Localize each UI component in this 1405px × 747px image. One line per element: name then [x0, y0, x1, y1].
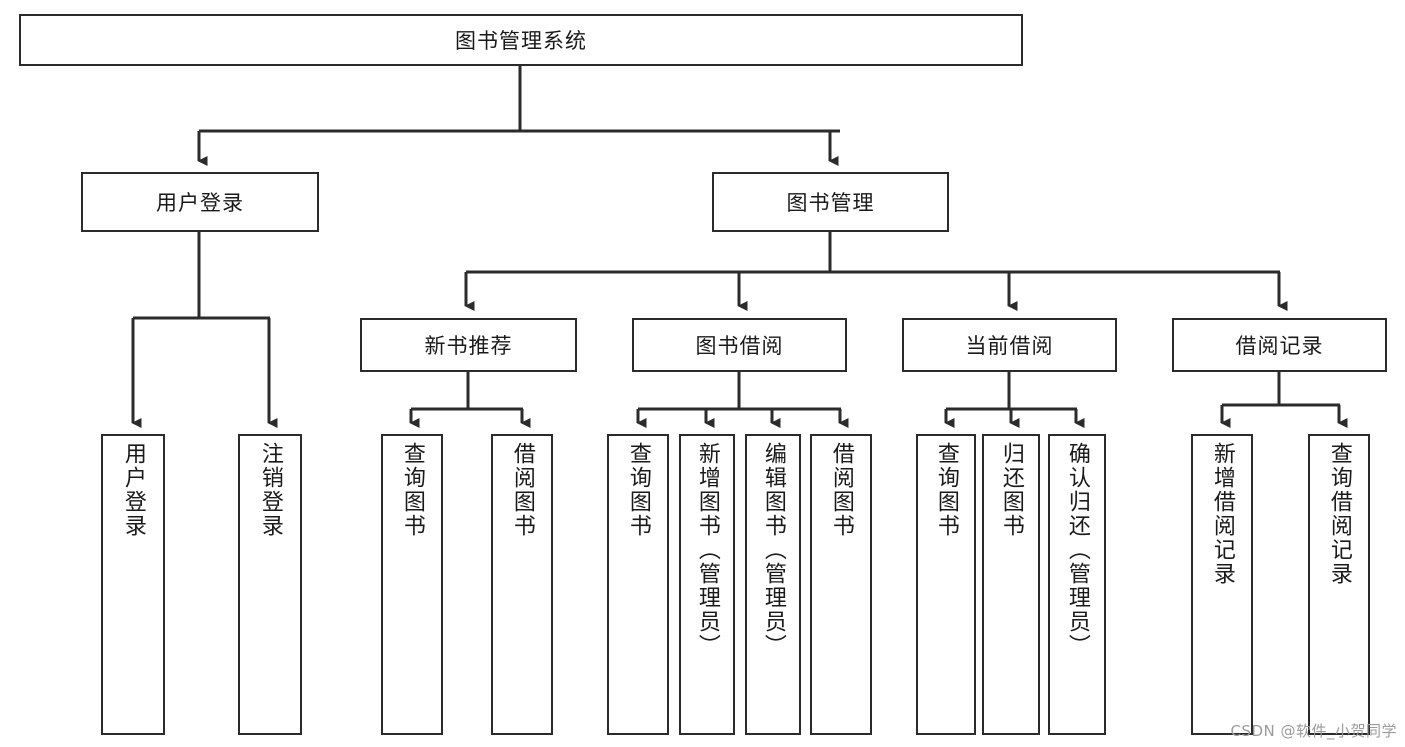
- node-root-system-label: 图书管理系统: [455, 29, 587, 53]
- node-book-borrow[interactable]: 图书借阅: [632, 318, 847, 372]
- node-leaf-confirm-return[interactable]: 确认归还（管理员）: [1048, 434, 1106, 735]
- node-leaf-query-record[interactable]: 查询借阅记录: [1308, 434, 1370, 735]
- node-leaf-user-login-label: 用户登录: [120, 442, 146, 538]
- node-leaf-user-login[interactable]: 用户登录: [101, 434, 165, 735]
- node-leaf-edit-book-label: 编辑图书（管理员）: [760, 442, 786, 658]
- node-current-borrow-label: 当前借阅: [965, 334, 1054, 358]
- node-leaf-borrow-book-2[interactable]: 借阅图书: [810, 434, 872, 735]
- node-leaf-add-book-label: 新增图书（管理员）: [694, 442, 720, 658]
- node-leaf-query-record-label: 查询借阅记录: [1326, 442, 1352, 586]
- node-leaf-add-record-label: 新增借阅记录: [1209, 442, 1235, 586]
- node-leaf-edit-book[interactable]: 编辑图书（管理员）: [745, 434, 801, 735]
- node-user-login-label: 用户登录: [156, 191, 244, 215]
- node-new-book-recommend[interactable]: 新书推荐: [360, 318, 577, 372]
- node-user-login[interactable]: 用户登录: [81, 172, 319, 232]
- node-root-system[interactable]: 图书管理系统: [19, 14, 1023, 66]
- node-new-book-recommend-label: 新书推荐: [424, 334, 513, 358]
- node-leaf-add-record[interactable]: 新增借阅记录: [1191, 434, 1253, 735]
- node-borrow-record[interactable]: 借阅记录: [1172, 318, 1387, 372]
- node-leaf-borrow-book-1[interactable]: 借阅图书: [491, 434, 553, 735]
- node-book-management[interactable]: 图书管理: [712, 172, 949, 232]
- node-leaf-confirm-return-label: 确认归还（管理员）: [1064, 442, 1090, 658]
- node-leaf-logout-login[interactable]: 注销登录: [238, 434, 302, 735]
- node-leaf-query-book-3[interactable]: 查询图书: [916, 434, 976, 735]
- node-leaf-query-book-2[interactable]: 查询图书: [607, 434, 669, 735]
- node-current-borrow[interactable]: 当前借阅: [902, 318, 1117, 372]
- node-leaf-add-book[interactable]: 新增图书（管理员）: [679, 434, 735, 735]
- node-leaf-query-book-2-label: 查询图书: [625, 442, 651, 538]
- node-book-borrow-label: 图书借阅: [695, 334, 784, 358]
- node-leaf-query-book-3-label: 查询图书: [933, 442, 959, 538]
- node-leaf-query-book-1-label: 查询图书: [399, 442, 425, 538]
- node-leaf-borrow-book-2-label: 借阅图书: [828, 442, 854, 538]
- node-leaf-query-book-1[interactable]: 查询图书: [381, 434, 443, 735]
- node-leaf-logout-login-label: 注销登录: [257, 442, 283, 538]
- node-leaf-return-book-label: 归还图书: [998, 442, 1024, 538]
- node-book-management-label: 图书管理: [786, 191, 875, 215]
- node-borrow-record-label: 借阅记录: [1235, 334, 1324, 358]
- node-leaf-return-book[interactable]: 归还图书: [982, 434, 1040, 735]
- node-leaf-borrow-book-1-label: 借阅图书: [509, 442, 535, 538]
- watermark-text: CSDN @软件_小贺同学: [1230, 722, 1397, 740]
